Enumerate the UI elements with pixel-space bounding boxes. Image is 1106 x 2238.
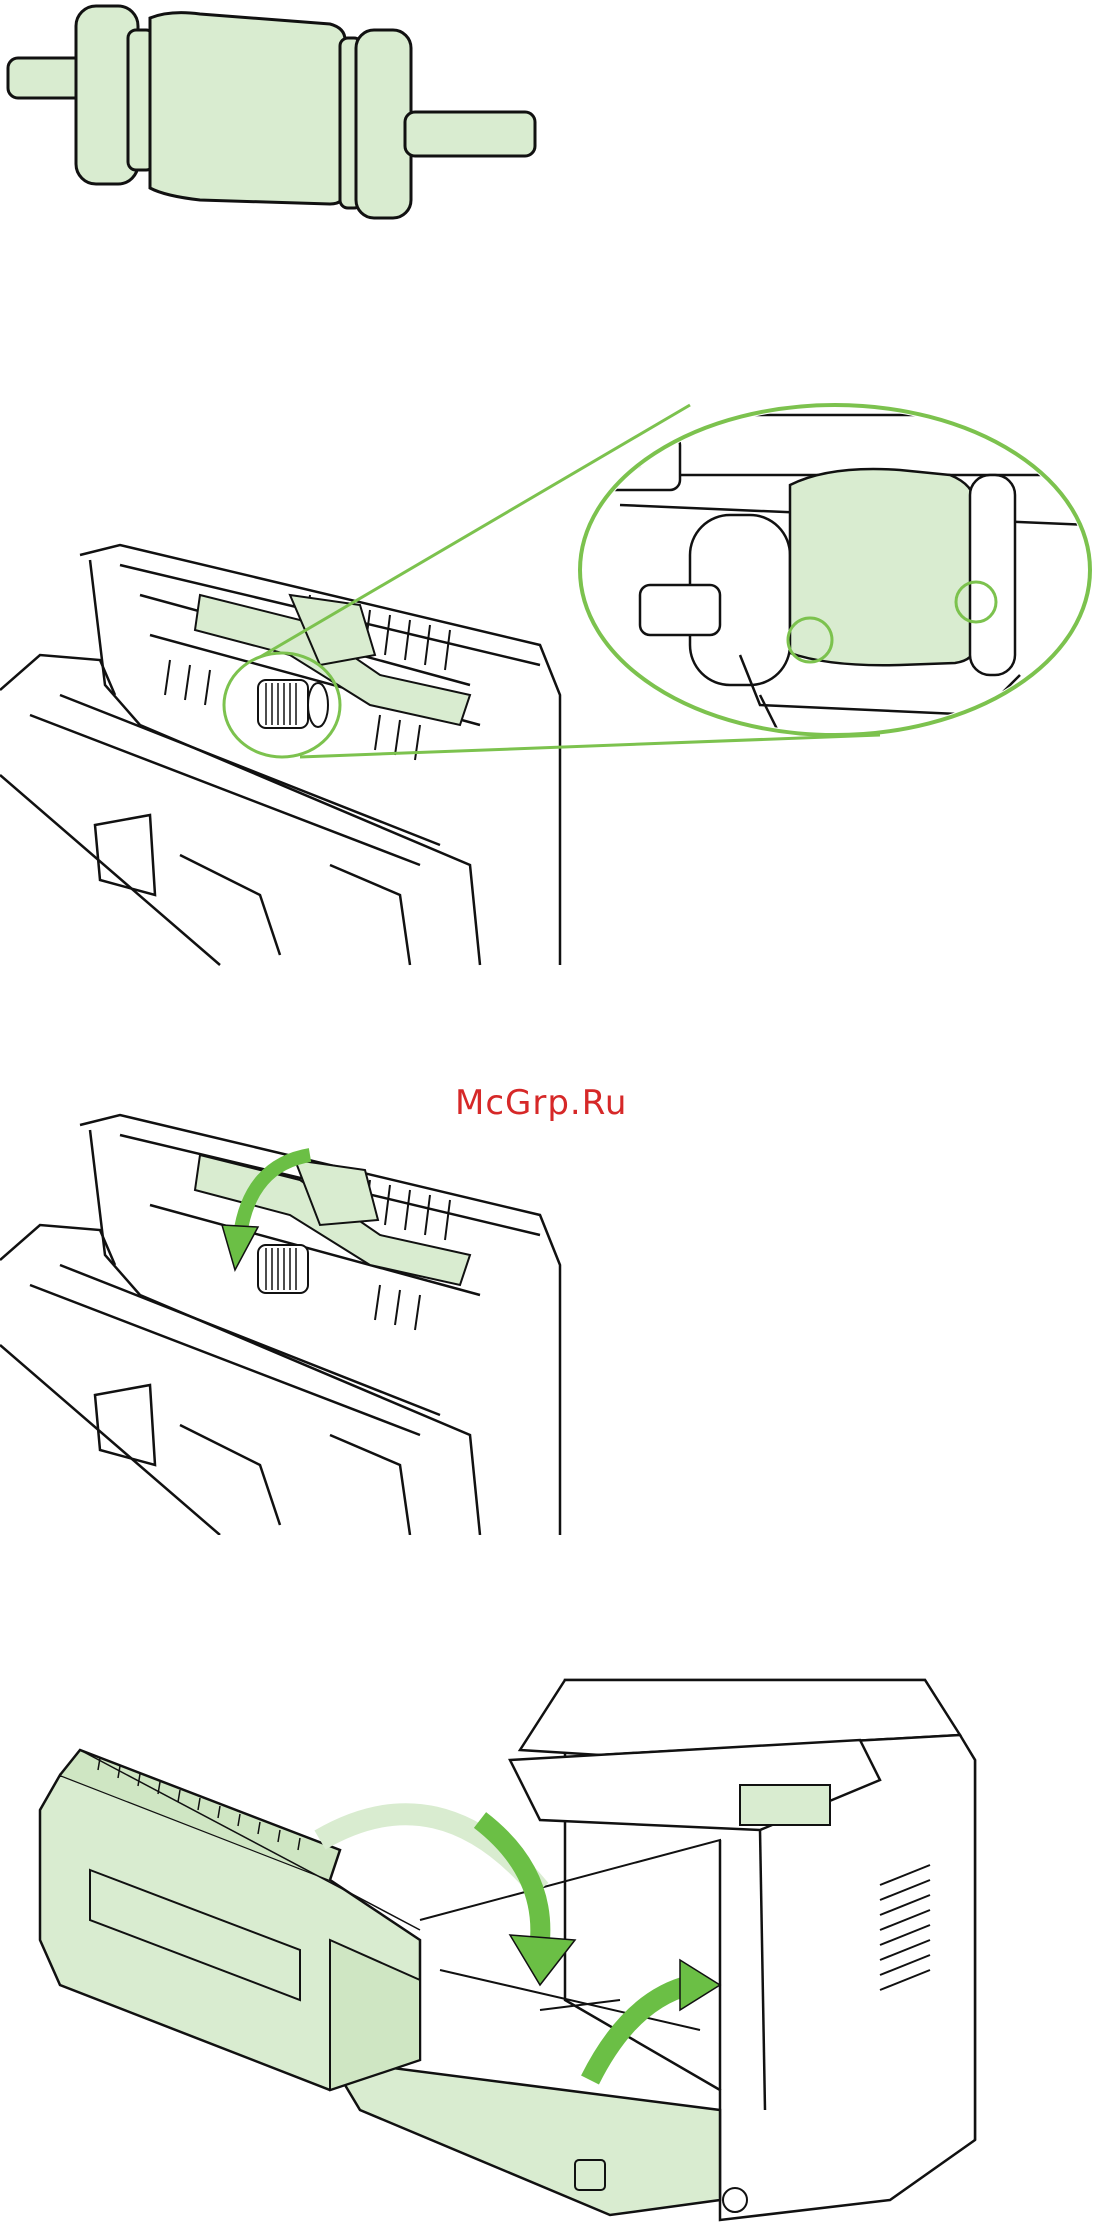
pickup-roller-small-2 [258, 1245, 308, 1293]
reinsert-cartridge-figure [0, 1640, 1106, 2238]
roller-tire [150, 13, 345, 204]
roller-hub-right [356, 30, 411, 218]
printer-interior [0, 545, 560, 965]
printer-cartridge-drawing [0, 1640, 1106, 2238]
close-cover-drawing [0, 1095, 600, 1535]
insert-direction-arrow [480, 1820, 540, 1940]
roller-location-drawing [0, 395, 1106, 975]
power-button [723, 2188, 747, 2212]
close-roller-cover-figure [0, 1095, 600, 1535]
pickup-roller-drawing [0, 0, 560, 240]
magnified-roller-callout [580, 405, 1100, 740]
roller-location-figure [0, 395, 1106, 975]
control-panel [740, 1785, 830, 1825]
open-front-door [330, 2060, 720, 2215]
roller-shaft-right [405, 112, 535, 156]
watermark: McGrp.Ru [455, 1083, 627, 1123]
pickup-roller-small [258, 680, 328, 728]
toner-cartridge [40, 1750, 420, 2090]
pickup-roller-figure [0, 0, 560, 240]
